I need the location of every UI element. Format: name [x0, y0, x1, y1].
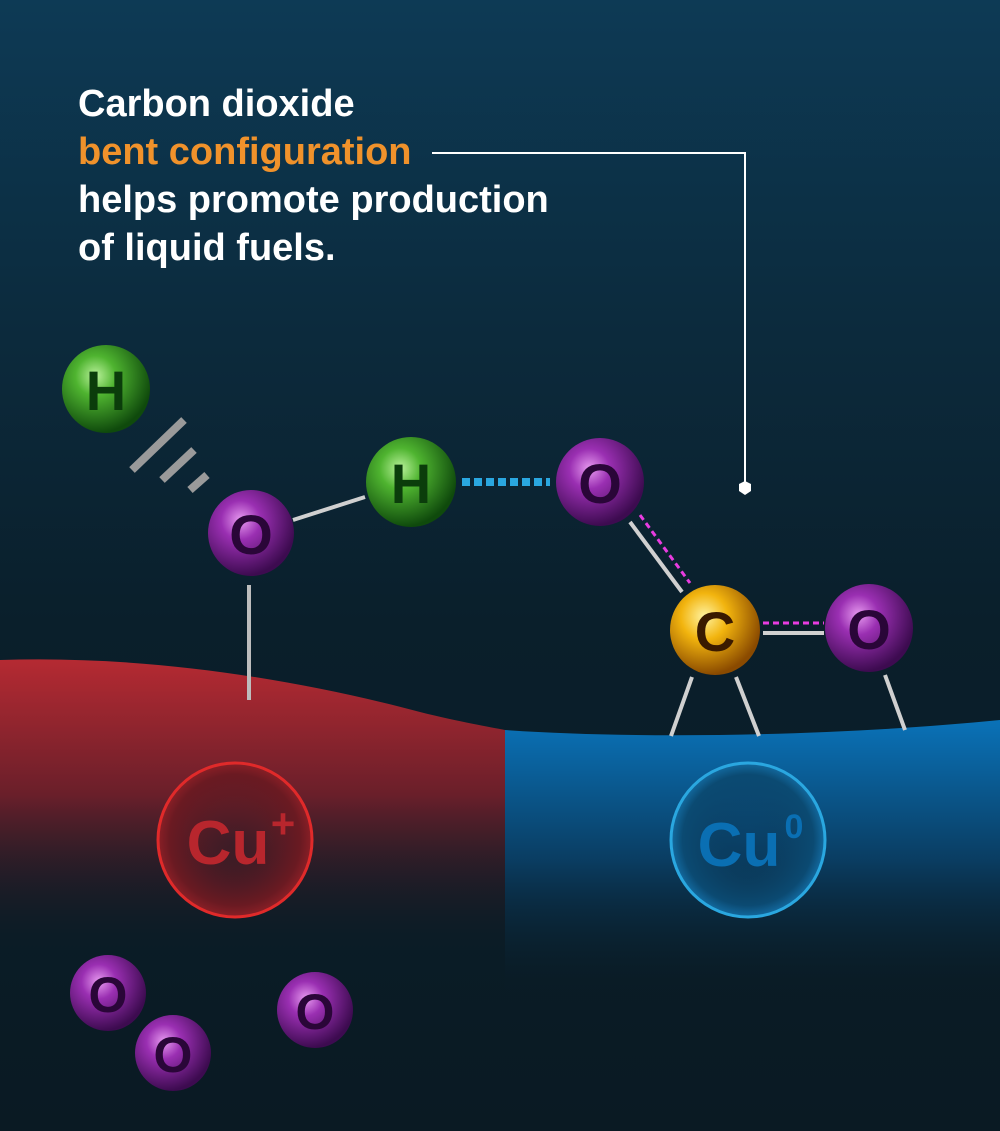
atom-o-left: O [208, 490, 294, 576]
atom-c: C [670, 585, 760, 675]
cu-plus-site: Cu + [156, 761, 314, 919]
atom-o-bottom-3: O [277, 972, 353, 1048]
caption: Carbon dioxide bent configuration helps … [78, 80, 549, 272]
bonds [129, 417, 907, 737]
bond-h-top-dash-3 [187, 472, 210, 493]
svg-text:O: O [847, 598, 891, 661]
cu-zero-symbol: Cu [698, 811, 781, 880]
dash-o-mid-to-c [638, 514, 692, 584]
svg-text:O: O [578, 452, 622, 515]
caption-line-3: helps promote production [78, 179, 549, 221]
bond-o-mid-to-c [628, 520, 684, 594]
caption-line-4: of liquid fuels. [78, 227, 336, 269]
svg-text:O: O [296, 984, 335, 1040]
atom-h-mid: H [366, 437, 456, 527]
bond-h-top-dash-1 [129, 417, 187, 473]
svg-text:O: O [229, 503, 273, 566]
cu-plus-symbol: Cu [187, 809, 270, 878]
svg-text:H: H [391, 452, 431, 515]
bond-o-right-to-surface [883, 674, 907, 731]
atom-h-top: H [62, 345, 150, 433]
atom-o-bottom-2: O [135, 1015, 211, 1091]
bond-c-to-surface-right [734, 676, 761, 737]
svg-text:H: H [86, 359, 126, 422]
svg-text:Cu: Cu [187, 809, 270, 878]
callout-leader-line [432, 152, 746, 482]
bond-h-top-dash-2 [159, 447, 197, 483]
svg-text:O: O [89, 967, 128, 1023]
caption-highlight: bent configuration [78, 131, 412, 173]
atom-o-right: O [825, 584, 913, 672]
atom-o-bottom-1: O [70, 955, 146, 1031]
bond-c-to-surface-left [669, 676, 694, 737]
bond-o-left-to-h-mid [292, 495, 366, 522]
caption-line-1: Carbon dioxide [78, 83, 355, 125]
atom-o-mid: O [556, 438, 644, 526]
svg-text:O: O [154, 1027, 193, 1083]
cu-zero-site: Cu 0 [669, 761, 827, 919]
cu-zero-charge: 0 [785, 808, 804, 846]
cu-plus-charge: + [271, 800, 296, 847]
svg-text:Cu: Cu [698, 811, 781, 880]
svg-text:C: C [695, 600, 735, 663]
callout-leader-marker [739, 481, 751, 495]
